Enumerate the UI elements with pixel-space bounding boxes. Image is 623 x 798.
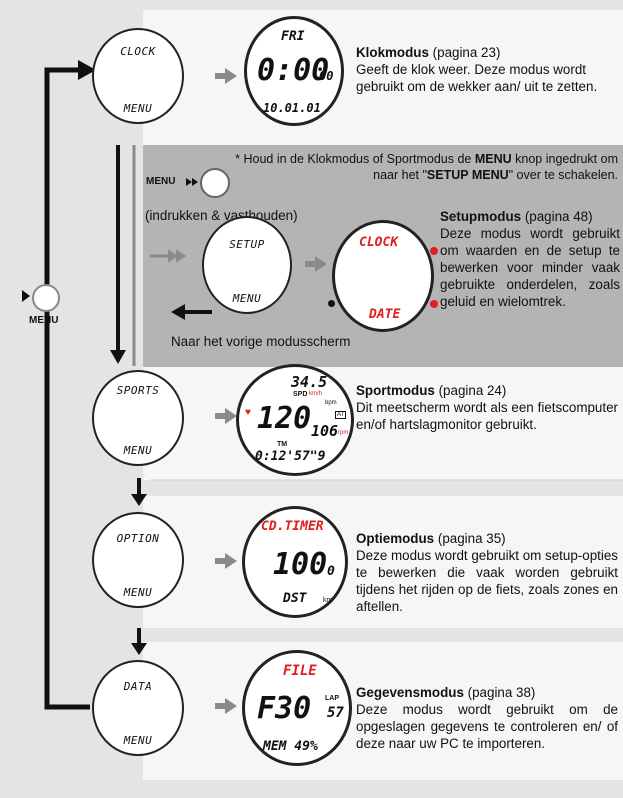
clock-screen-date: 10.01.01 [263, 101, 321, 115]
clock-button-circle[interactable]: CLOCK MENU [92, 28, 184, 124]
sports-screen: 34.5 SPD km/h bpm ♥ 120 AT 106 rpm TM 0:… [236, 364, 354, 476]
setup-screen: CLOCK DATE [332, 220, 434, 332]
data-screen: FILE F30 LAP 57 MEM 49% [242, 650, 352, 766]
sports-screen-kmh: km/h [309, 391, 323, 397]
option-screen-unit: km [323, 597, 333, 604]
data-title: Gegevensmodus [356, 685, 464, 700]
clock-desc: Geeft de klok weer. Deze modus wordt geb… [356, 62, 598, 94]
sports-title: Sportmodus [356, 383, 435, 398]
data-screen-main: F30 [257, 691, 312, 726]
clock-button-bottom: MENU [123, 102, 153, 115]
left-menu-label: MENU [29, 315, 59, 326]
clock-screen-day: FRI [281, 29, 305, 44]
sports-screen-at: AT [335, 411, 347, 419]
setup-button-bottom: MENU [232, 292, 262, 305]
data-screen-lap: LAP [325, 695, 339, 702]
clock-description: Klokmodus (pagina 23) Geeft de klok weer… [356, 44, 618, 95]
setup-screen-bottom: DATE [369, 307, 401, 322]
sports-screen-hr: 120 [257, 401, 312, 436]
setup-back-label: Naar het vorige modusscherm [171, 334, 351, 349]
sports-arrow-icon [215, 408, 237, 424]
setup-button-top: SETUP [229, 238, 265, 251]
setup-nib-bottom-right [430, 300, 438, 308]
press-hold-label: (indrukken & vasthouden) [145, 208, 298, 223]
data-arrow-icon [215, 698, 237, 714]
clock-screen-time: 0:00 [257, 53, 330, 88]
sports-screen-rpm: rpm [338, 430, 349, 436]
sports-page: (pagina 24) [438, 383, 507, 398]
clock-screen: FRI 0:00 00 10.01.01 [244, 16, 344, 126]
data-button-top: DATA [123, 680, 153, 693]
clock-arrow-icon [215, 68, 237, 84]
option-button-bottom: MENU [123, 586, 153, 599]
option-screen-bottom: DST [283, 591, 307, 606]
option-screen-value: 100 [273, 547, 328, 582]
data-desc: Deze modus wordt gebruikt om de opgeslag… [356, 702, 618, 751]
data-screen-lapval: 57 [327, 705, 344, 721]
menu-side-button[interactable] [32, 284, 60, 312]
clock-screen-seconds: 00 [319, 69, 334, 83]
data-description: Gegevensmodus (pagina 38) Deze modus wor… [356, 684, 618, 752]
sports-screen-bpm: bpm [325, 400, 337, 406]
sports-description: Sportmodus (pagina 24) Dit meetscherm wo… [356, 382, 618, 433]
option-description: Optiemodus (pagina 35) Deze modus wordt … [356, 530, 618, 615]
setup-desc: Deze modus wordt gebruikt om waarden en … [440, 226, 620, 309]
clock-page: (pagina 23) [432, 45, 501, 60]
option-screen-top: CD.TIMER [261, 519, 324, 534]
heart-icon: ♥ [245, 407, 251, 418]
sports-screen-speed: 34.5 [291, 373, 328, 391]
data-screen-top: FILE [283, 663, 317, 679]
option-button-top: OPTION [116, 532, 160, 545]
sports-screen-time: 0:12'57"9 [255, 449, 326, 464]
option-arrow-icon [215, 553, 237, 569]
sports-screen-spd: SPD [293, 391, 308, 398]
sports-screen-tm: TM [277, 441, 288, 448]
sports-screen-cad: 106 [311, 422, 339, 440]
setup-screen-top: CLOCK [359, 235, 399, 250]
setup-description: Setupmodus (pagina 48) Deze modus wordt … [440, 208, 620, 310]
option-screen: CD.TIMER 100 0 DST km [242, 506, 348, 618]
sports-button-top: SPORTS [116, 384, 160, 397]
sports-button-circle[interactable]: SPORTS MENU [92, 370, 184, 466]
setup-button-circle[interactable]: SETUP MENU [202, 216, 292, 314]
data-button-circle[interactable]: DATA MENU [92, 660, 184, 756]
data-screen-bottom: MEM 49% [263, 739, 318, 754]
setup-nib-top-right [430, 247, 438, 255]
setup-page: (pagina 48) [524, 209, 593, 224]
setup-arrow-icon [305, 256, 327, 272]
setup-nib-bottom-left [328, 300, 335, 307]
option-title: Optiemodus [356, 531, 435, 546]
option-page: (pagina 35) [437, 531, 506, 546]
data-button-bottom: MENU [123, 734, 153, 747]
data-band [143, 642, 623, 780]
option-button-circle[interactable]: OPTION MENU [92, 512, 184, 608]
clock-button-top: CLOCK [120, 45, 156, 58]
setup-title: Setupmodus [440, 209, 522, 224]
setup-menu-label: MENU [146, 176, 176, 187]
data-page: (pagina 38) [467, 685, 536, 700]
setup-menu-button[interactable] [200, 168, 230, 198]
sports-button-bottom: MENU [123, 444, 153, 457]
option-screen-decimal: 0 [327, 564, 335, 579]
clock-title: Klokmodus [356, 45, 429, 60]
sports-desc: Dit meetscherm wordt als een fietscomput… [356, 400, 618, 432]
sports-band [143, 367, 623, 480]
setup-note: * Houd in de Klokmodus of Sportmodus de … [235, 152, 618, 182]
option-desc: Deze modus wordt gebruikt om setup-optie… [356, 548, 618, 614]
